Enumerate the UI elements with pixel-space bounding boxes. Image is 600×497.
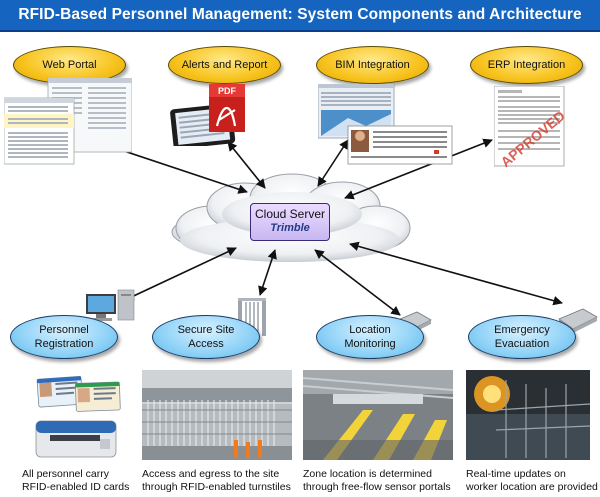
bim-pill: BIM Integration bbox=[316, 46, 429, 84]
turnstile-icon bbox=[238, 298, 266, 336]
caption-registration-line-1: All personnel carry bbox=[22, 468, 109, 480]
arrow-access bbox=[258, 249, 277, 296]
caption-evacuation-line-1: Real-time updates on bbox=[466, 468, 566, 480]
sensor-portal-photo bbox=[303, 370, 453, 460]
erp-pill: ERP Integration bbox=[470, 46, 583, 84]
evacuation-label-1: Emergency bbox=[494, 324, 550, 336]
erp-document: APPROVED bbox=[494, 86, 566, 168]
arrow-bim bbox=[317, 139, 349, 187]
caption-access-line-2: through RFID-enabled turnstiles bbox=[142, 481, 291, 493]
registration-label-2: Registration bbox=[34, 338, 94, 350]
caption-access-line-1: Access and egress to the site bbox=[142, 468, 280, 480]
location-label-1: Location bbox=[349, 324, 391, 336]
web-portal-screenshot bbox=[4, 78, 132, 165]
arrow-location bbox=[314, 249, 401, 316]
location-monitoring-pill: Location Monitoring bbox=[316, 315, 424, 359]
registration-label-1: Personnel bbox=[39, 324, 89, 336]
alerts-label: Alerts and Report bbox=[181, 59, 268, 71]
alerts-pill: Alerts and Report bbox=[168, 46, 281, 84]
arrow-alerts bbox=[227, 141, 266, 189]
id-card-printer-image bbox=[35, 375, 121, 458]
diagram-title: RFID-Based Personnel Management: System … bbox=[18, 6, 582, 23]
location-label-2: Monitoring bbox=[344, 338, 396, 350]
title-bar bbox=[0, 0, 600, 32]
bim-label: BIM Integration bbox=[335, 59, 410, 71]
web-portal-label: Web Portal bbox=[42, 59, 97, 71]
access-label-2: Access bbox=[188, 338, 224, 350]
computer-icon bbox=[86, 289, 135, 321]
personnel-registration-pill: Personnel Registration bbox=[10, 315, 118, 359]
arrow-registration bbox=[124, 247, 237, 301]
cloud-server-label: Cloud Server bbox=[254, 207, 326, 221]
caption-location: Zone location is determined through free… bbox=[303, 468, 451, 494]
evacuation-label-2: Evacuation bbox=[494, 338, 550, 350]
trimble-logo: Trimble bbox=[270, 222, 310, 234]
caption-access: Access and egress to the site through RF… bbox=[142, 468, 291, 494]
emergency-evacuation-pill: Emergency Evacuation bbox=[468, 315, 576, 359]
arrow-erp bbox=[344, 138, 493, 200]
caption-evacuation: Real-time updates on worker location are… bbox=[466, 468, 598, 494]
cloud-server-box: Cloud Server Trimble bbox=[250, 203, 330, 241]
caption-evacuation-line-2: worker location are provided bbox=[466, 481, 598, 493]
turnstiles-photo bbox=[142, 370, 292, 460]
caption-location-line-1: Zone location is determined bbox=[303, 468, 432, 480]
access-label-1: Secure Site bbox=[177, 324, 235, 336]
arrow-evacuation bbox=[349, 241, 563, 306]
caption-location-line-2: through free-flow sensor portals bbox=[303, 481, 451, 493]
bim-screenshot bbox=[318, 84, 453, 165]
erp-label: ERP Integration bbox=[487, 59, 566, 71]
caption-registration: All personnel carry RFID-enabled ID card… bbox=[22, 468, 129, 494]
tablet-pdf-icon: PDF bbox=[170, 84, 245, 146]
secure-site-access-pill: Secure Site Access bbox=[152, 315, 260, 359]
pdf-label: PDF bbox=[218, 86, 237, 96]
evacuation-photo bbox=[466, 370, 590, 460]
caption-registration-line-2: RFID-enabled ID cards bbox=[22, 481, 130, 493]
